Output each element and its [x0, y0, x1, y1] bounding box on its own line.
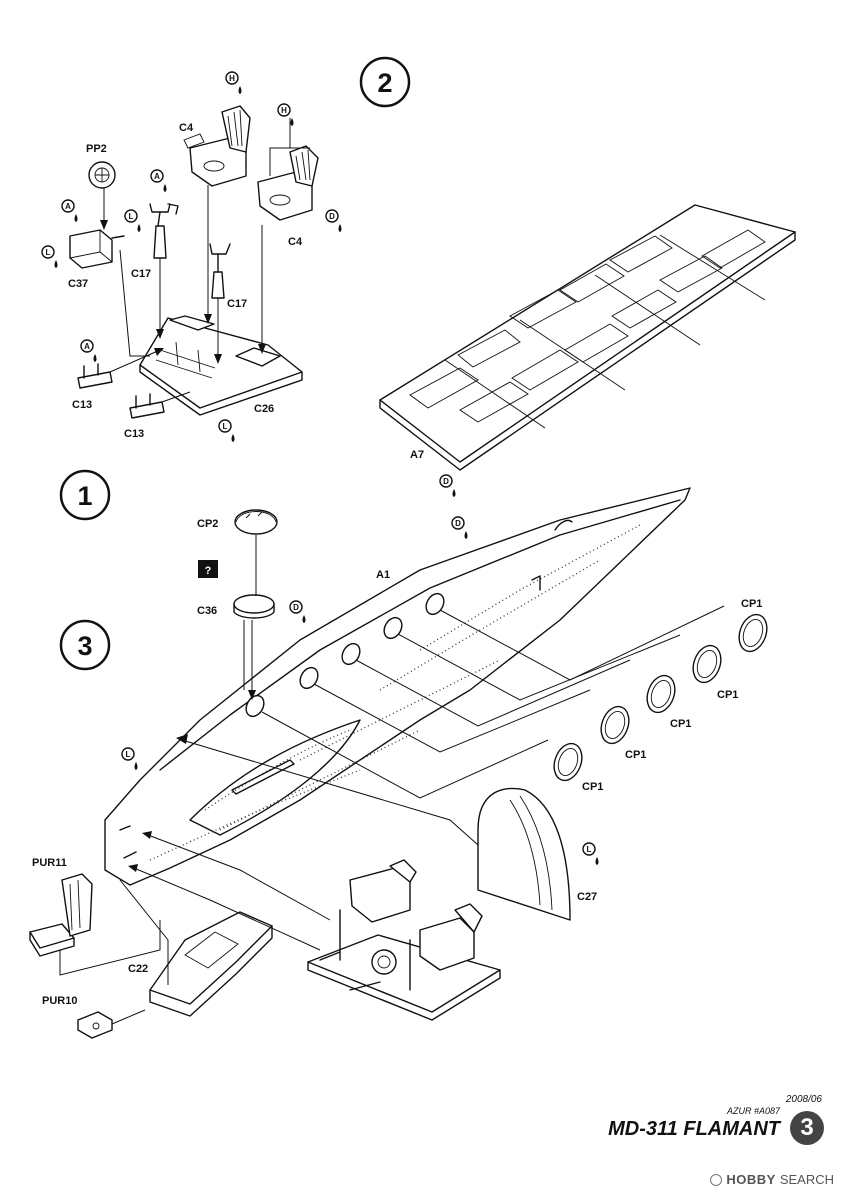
- window-leader-lines: [261, 605, 725, 799]
- watermark-brand: HOBBY: [726, 1172, 776, 1187]
- paint-code-d-a1-mid: D: [289, 600, 306, 623]
- sheet-number-badge: 3: [790, 1111, 824, 1145]
- label-c4-left: C4: [179, 122, 194, 134]
- svg-text:1: 1: [77, 481, 92, 511]
- label-c13-b: C13: [124, 428, 144, 440]
- label-a1: A1: [376, 569, 390, 581]
- label-c26: C26: [254, 403, 274, 415]
- svg-text:3: 3: [77, 631, 92, 661]
- watermark: HOBBY SEARCH: [710, 1172, 834, 1187]
- label-c37: C37: [68, 278, 88, 290]
- svg-text:A: A: [84, 342, 90, 351]
- svg-text:2: 2: [377, 68, 392, 98]
- dome-arrows: [243, 535, 257, 700]
- label-c17-right: C17: [227, 298, 247, 310]
- svg-text:D: D: [455, 519, 461, 528]
- paint-code-h-seat-right: H: [277, 103, 294, 126]
- svg-text:H: H: [229, 74, 235, 83]
- svg-text:D: D: [293, 603, 299, 612]
- window-cp1-parts: [553, 613, 768, 782]
- label-pp2: PP2: [86, 143, 107, 155]
- seat-pur11: [29, 873, 93, 957]
- svg-text:D: D: [329, 212, 335, 221]
- pilot-seat-c4-left: [183, 105, 251, 187]
- label-c22: C22: [128, 963, 148, 975]
- paint-code-a-c37: A: [61, 199, 78, 222]
- dome-cp2: [234, 509, 278, 535]
- paint-code-l-c37: L: [41, 245, 58, 268]
- footer-title: MD-311 FLAMANT: [608, 1118, 780, 1140]
- paint-code-l-c17: L: [124, 209, 141, 232]
- svg-text:A: A: [154, 172, 160, 181]
- svg-text:H: H: [281, 106, 287, 115]
- svg-text:A: A: [65, 202, 71, 211]
- label-cp1-5: CP1: [582, 781, 603, 793]
- paint-code-l-nose: L: [121, 747, 138, 770]
- instrument-panel-c37: [69, 229, 125, 269]
- wing-panel-a7: [379, 204, 796, 471]
- paint-code-a-c13: A: [80, 339, 97, 362]
- paint-code-h-seat-left: H: [225, 71, 242, 94]
- door-c27: [477, 787, 571, 921]
- label-a7: A7: [410, 449, 424, 461]
- unknown-color-marker: ?: [198, 560, 218, 578]
- paint-code-d-a7: D: [439, 474, 456, 497]
- label-cp1-2: CP1: [717, 689, 738, 701]
- pilot-seat-c4-right: [257, 145, 319, 221]
- label-c36: C36: [197, 605, 217, 617]
- label-pur11: PUR11: [32, 857, 67, 869]
- instrument-panel-pp2: [88, 161, 116, 189]
- cockpit-floor-c26: [139, 315, 303, 416]
- step-2-arrows: [100, 118, 310, 403]
- footer-date: 2008/06: [785, 1094, 822, 1105]
- svg-text:L: L: [46, 248, 51, 257]
- paint-code-d-c4: D: [325, 209, 342, 232]
- svg-text:L: L: [126, 750, 131, 759]
- fuselage-windows: [245, 592, 445, 718]
- floor-c22: [149, 911, 273, 1017]
- control-column-c17-right: [209, 243, 231, 299]
- footer-kit-ref: AZUR #A087: [726, 1106, 780, 1116]
- step-1-marker: 1: [59, 469, 111, 521]
- watermark-suffix: SEARCH: [779, 1172, 834, 1187]
- label-c4-right: C4: [288, 236, 303, 248]
- label-cp1-4: CP1: [625, 749, 646, 761]
- svg-text:L: L: [129, 212, 134, 221]
- label-cp1-3: CP1: [670, 718, 691, 730]
- paint-code-d-a1-top: D: [451, 516, 468, 539]
- label-c17-left: C17: [131, 268, 151, 280]
- paint-code-a-c17: A: [150, 169, 167, 192]
- svg-text:D: D: [443, 477, 449, 486]
- control-column-c17-left: [149, 203, 179, 259]
- label-cp2: CP2: [197, 518, 218, 530]
- label-c13-a: C13: [72, 399, 92, 411]
- step-3-arrows: [59, 734, 479, 1025]
- svg-text:?: ?: [205, 565, 212, 577]
- fuselage-half-a1: [104, 487, 691, 886]
- svg-text:L: L: [223, 422, 228, 431]
- hobby-logo-icon: [710, 1173, 723, 1186]
- part-pur10: [77, 1011, 113, 1039]
- svg-text:L: L: [587, 845, 592, 854]
- step-3-marker: 3: [59, 619, 111, 671]
- label-cp1-1: CP1: [741, 598, 762, 610]
- paint-code-l-c26: L: [218, 419, 235, 442]
- cockpit-assembly: [307, 859, 501, 1021]
- paint-code-l-c27: L: [582, 842, 599, 865]
- rudder-pedals-c13-b: [129, 393, 165, 419]
- rudder-pedals-c13-a: [77, 363, 113, 389]
- step-2-marker: 2: [359, 56, 411, 108]
- part-labels: PP2 C4 C4 C17 C17 C37 C13 C13 C26 A7 CP2…: [32, 122, 762, 1007]
- label-pur10: PUR10: [42, 995, 77, 1007]
- label-c27: C27: [577, 891, 597, 903]
- dome-base-c36: [233, 594, 275, 619]
